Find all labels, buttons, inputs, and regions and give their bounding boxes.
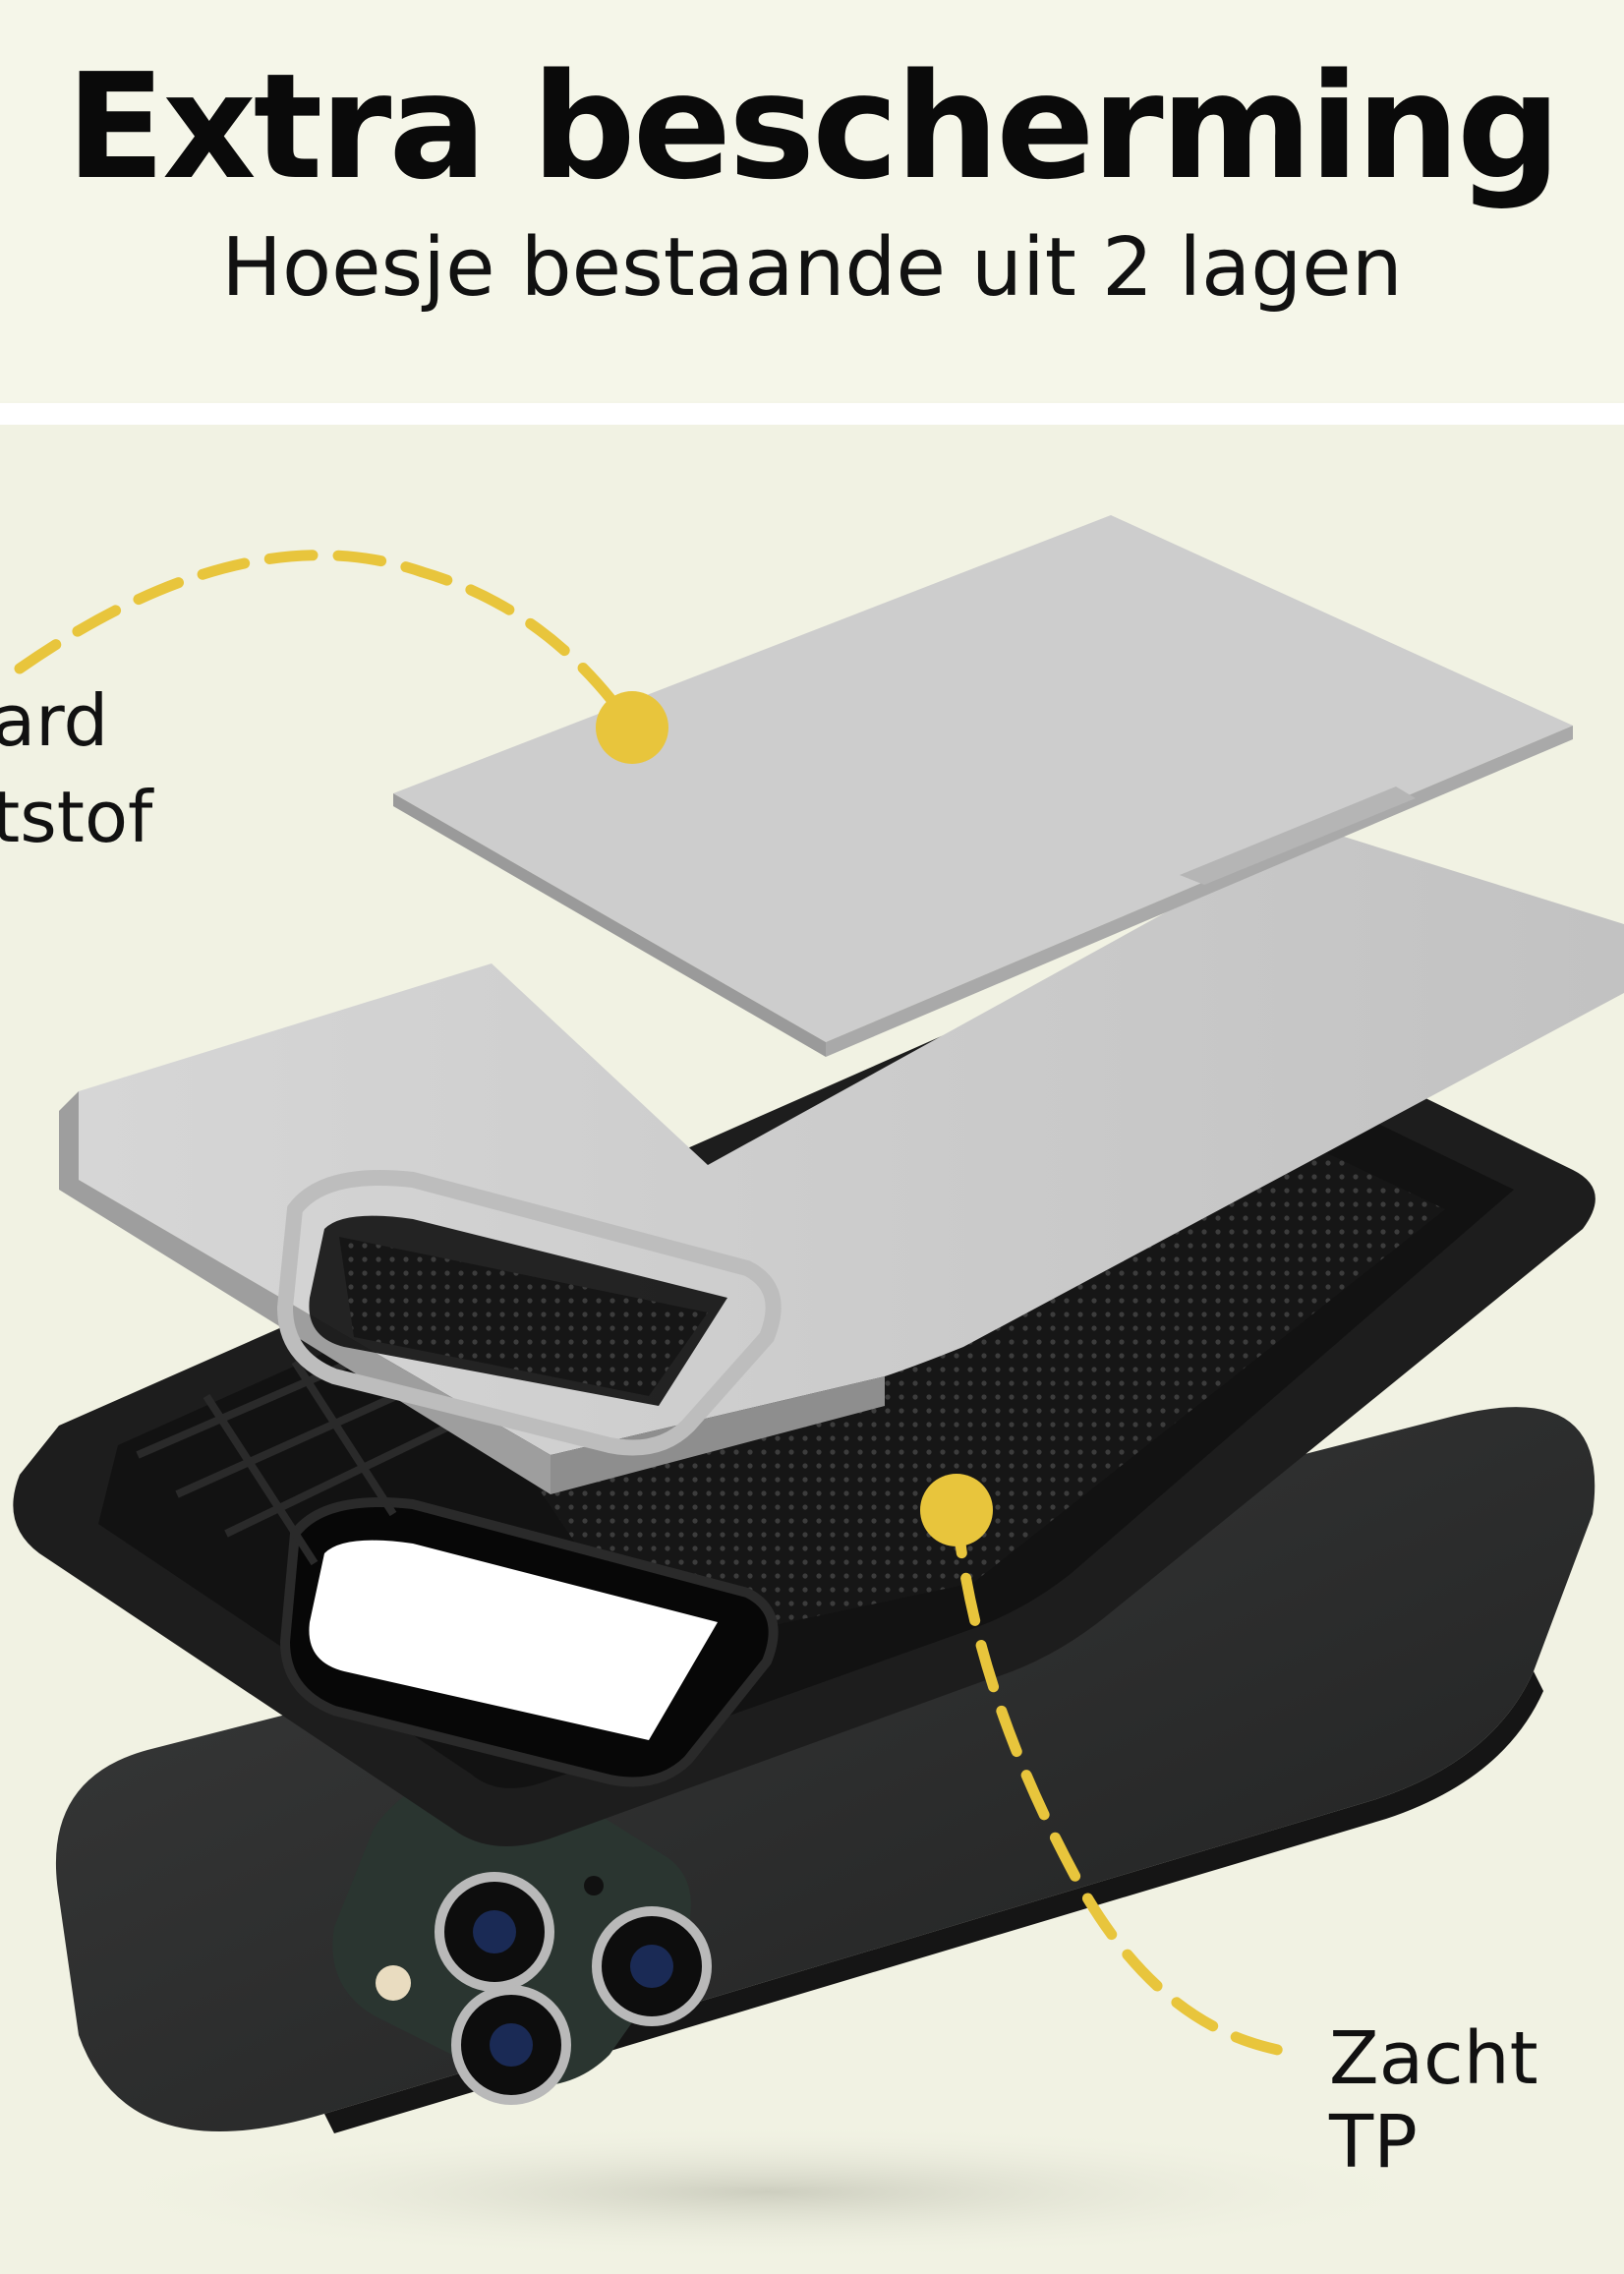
exploded-case-illustration — [13, 515, 1624, 2261]
hard-pc-shell — [59, 816, 1624, 1494]
phone — [55, 1407, 1595, 2133]
page-title: Extra bescherming — [66, 42, 1561, 211]
floor-shadow — [79, 2124, 1455, 2261]
card-slide-cover — [393, 515, 1573, 1057]
callout-label-soft: Zacht TP — [1329, 2016, 1538, 2186]
callout-dot-soft — [920, 1474, 993, 1546]
product-scene — [0, 425, 1624, 2274]
header-band: Extra bescherming Hoesje bestaande uit 2… — [0, 0, 1624, 401]
divider — [0, 403, 1624, 425]
callout-label-hard-2: tstof — [0, 776, 153, 858]
callout-label-hard-1: ard — [0, 679, 109, 762]
callout-dot-hard — [596, 691, 668, 764]
callout-lines — [14, 550, 1284, 2056]
page-subtitle: Hoesje bestaande uit 2 lagen — [221, 221, 1403, 315]
